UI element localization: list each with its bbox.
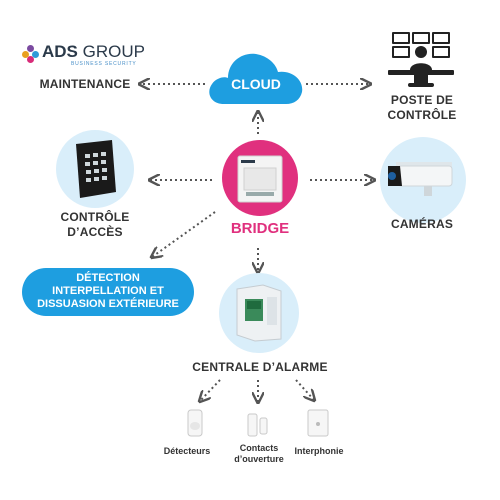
detection-line2: INTERPELLATION ET: [52, 285, 164, 297]
cloud-node: CLOUD: [206, 48, 306, 108]
detection-pill: DÉTECTION INTERPELLATION ET DISSUASION E…: [22, 268, 194, 316]
arrow-centrale-detecteurs: [200, 379, 221, 401]
detection-line3: DISSUASION EXTÉRIEURE: [37, 298, 179, 310]
brand-tagline: BUSINESS SECURITY: [71, 61, 137, 67]
intercom-icon: [306, 408, 330, 438]
brand-name: ADS GROUP: [42, 42, 145, 62]
label-detecteurs: Détecteurs: [163, 446, 211, 456]
arrow-bridge-detection: [152, 211, 216, 257]
control-room-icon: [388, 30, 454, 88]
arrow-centrale-interphonie: [295, 379, 314, 400]
label-contacts-ouverture: Contacts d’ouverture: [222, 443, 296, 465]
label-interphonie: Interphonie: [294, 446, 344, 456]
controle-line1: CONTRÔLE: [60, 210, 130, 224]
contacts-line1: Contacts: [239, 443, 279, 453]
camera-icon: [384, 160, 454, 200]
label-poste-de-controle: POSTE DE CONTRÔLE: [372, 93, 472, 123]
label-centrale-alarme: CENTRALE D’ALARME: [192, 360, 328, 374]
alarm-panel-icon: [233, 283, 285, 343]
bridge-device-icon: [236, 154, 284, 204]
door-contact-icon: [246, 412, 272, 438]
label-bridge: BRIDGE: [230, 220, 290, 237]
poste-line2: CONTRÔLE: [387, 108, 457, 122]
motion-detector-icon: [186, 408, 204, 438]
label-controle-acces: CONTRÔLE D’ACCÈS: [40, 210, 150, 240]
cloud-label: CLOUD: [231, 76, 281, 92]
brand-dots-icon: [22, 45, 40, 63]
brand-logo: ADS GROUP BUSINESS SECURITY: [22, 42, 152, 72]
contacts-line2: d’ouverture: [234, 454, 284, 464]
keypad-icon: [72, 140, 118, 198]
brand-name-part1: ADS: [42, 42, 78, 61]
detection-line1: DÉTECTION: [76, 272, 140, 284]
label-maintenance: MAINTENANCE: [39, 77, 131, 91]
brand-name-part2: GROUP: [82, 42, 145, 61]
label-cameras: CAMÉRAS: [390, 217, 454, 231]
cloud-icon: [209, 53, 303, 104]
controle-line2: D’ACCÈS: [67, 225, 123, 239]
poste-line1: POSTE DE: [390, 93, 454, 107]
